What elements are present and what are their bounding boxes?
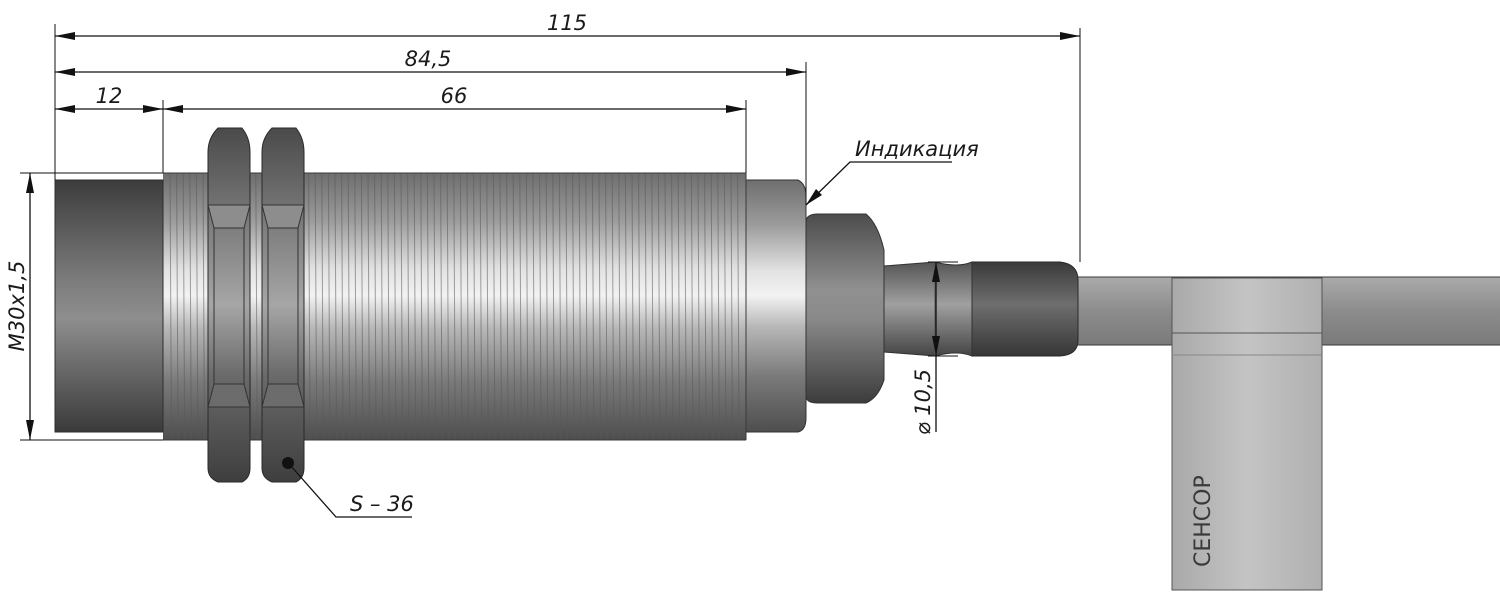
connector-neck xyxy=(883,261,973,357)
dim-thread-length: 66 xyxy=(441,84,468,108)
dim-thread-spec: M30x1,5 xyxy=(5,261,29,352)
dim-housing-length: 84,5 xyxy=(405,47,452,71)
dimension-lines xyxy=(20,24,1081,518)
cable-tag: СЕНСОР xyxy=(1171,277,1323,591)
lock-nut-1 xyxy=(207,127,251,483)
dim-cable-diameter: ⌀ 10,5 xyxy=(911,369,935,435)
sensing-face xyxy=(54,179,164,433)
lock-nut-2 xyxy=(261,127,305,483)
callout-indication: Индикация xyxy=(855,137,979,161)
rear-cap xyxy=(805,213,885,404)
tag-brand-label: СЕНСОР xyxy=(1191,475,1216,567)
indication-ring xyxy=(745,179,807,433)
dim-overall-length: 115 xyxy=(547,11,587,35)
dim-front-length: 12 xyxy=(96,84,123,108)
dim-nut-size: S – 36 xyxy=(350,492,414,516)
cable-boot xyxy=(971,261,1079,357)
